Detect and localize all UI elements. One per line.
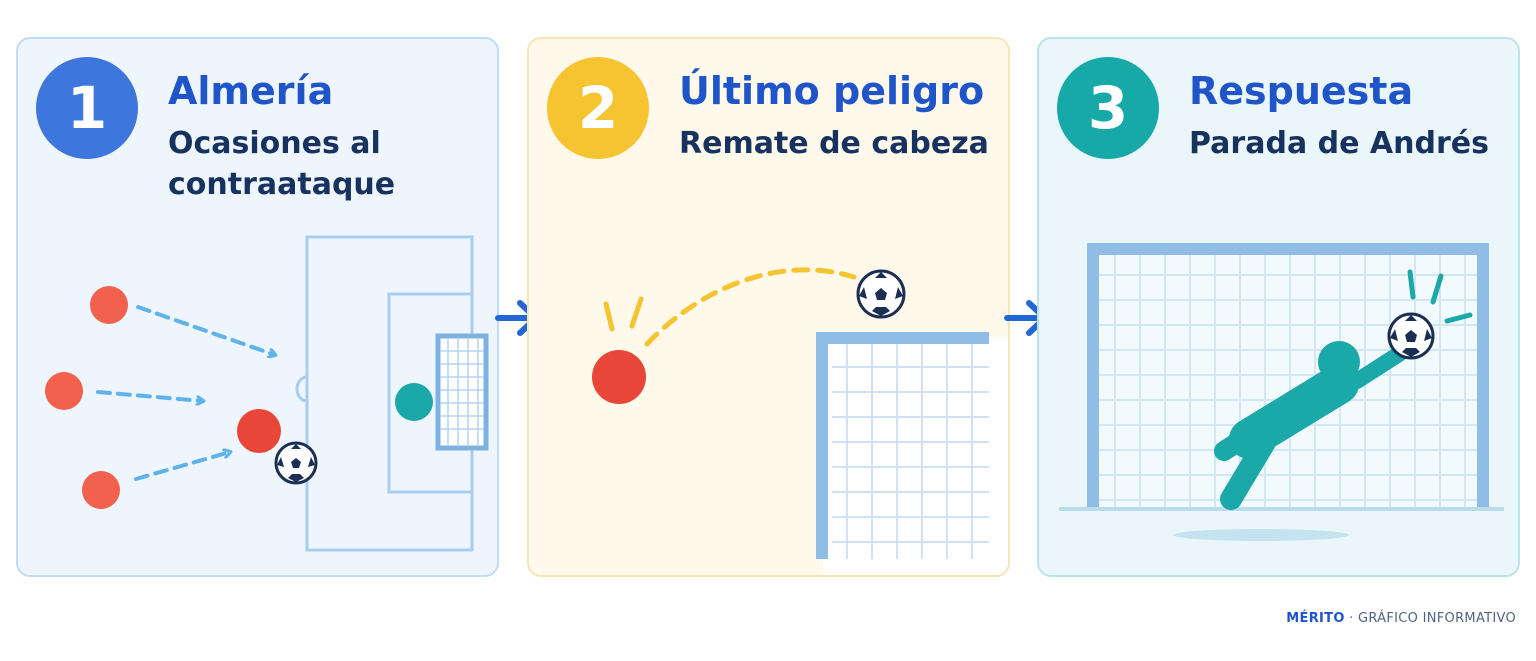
header-shot-diagram — [592, 267, 1008, 575]
step-2-panel: 2 Último peligro Remate de cabeza — [527, 37, 1010, 577]
step-number-badge: 1 — [36, 57, 138, 159]
ball-trajectory — [644, 267, 857, 347]
attacker-head-marker — [592, 350, 646, 404]
ball-icon — [856, 269, 906, 319]
goalkeeper-save-diagram — [1059, 243, 1504, 541]
goalkeeper-figure-icon — [1214, 341, 1407, 510]
step-title: Respuesta — [1189, 69, 1414, 113]
impact-lines — [1407, 269, 1473, 324]
attacker-marker — [45, 372, 83, 410]
attacker-with-ball-marker — [237, 409, 281, 453]
step-3-panel: 3 Respuesta Parada de Andrés — [1037, 37, 1520, 577]
ball-icon — [274, 441, 318, 485]
footer-credit: MÉRITO · GRÁFICO INFORMATIVO — [1286, 611, 1516, 626]
footer-brand: MÉRITO — [1286, 611, 1345, 626]
goal-net-small — [435, 333, 489, 451]
goalkeeper-marker — [395, 383, 433, 421]
ball-icon — [1387, 312, 1435, 360]
step-subtitle: Ocasiones al contraataque — [168, 126, 396, 202]
footer-separator: · — [1344, 611, 1358, 626]
step-number-badge: 2 — [547, 57, 649, 159]
step-title: Último peligro — [679, 69, 985, 113]
step-number-badge: 3 — [1057, 57, 1159, 159]
goal-net-side — [816, 332, 1008, 575]
counterattack-diagram — [45, 235, 489, 552]
run-arrows — [96, 305, 275, 481]
attacker-marker — [90, 286, 128, 324]
attacker-marker — [82, 471, 120, 509]
shadow — [1173, 529, 1349, 541]
step-subtitle: Remate de cabeza — [679, 126, 989, 161]
step-title: Almería — [168, 69, 334, 113]
step-subtitle: Parada de Andrés — [1189, 126, 1489, 161]
step-1-panel: 1 Almería Ocasiones al contraataque — [16, 37, 499, 577]
impact-lines — [603, 296, 644, 332]
footer-label: GRÁFICO INFORMATIVO — [1358, 611, 1516, 626]
